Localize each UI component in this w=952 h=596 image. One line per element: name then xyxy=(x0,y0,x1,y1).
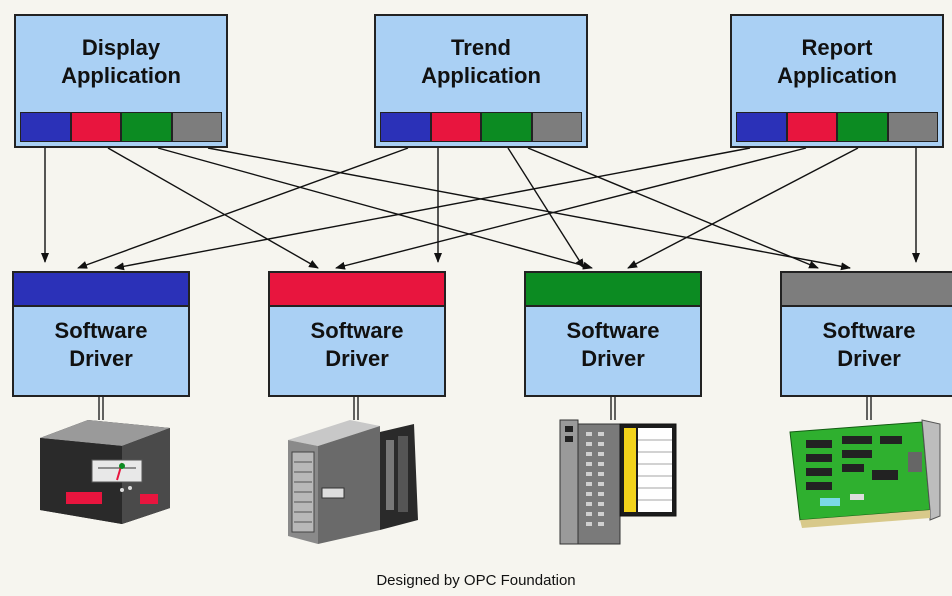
swatch-gray xyxy=(171,112,222,142)
driver-title-line2: Driver xyxy=(325,346,389,371)
trend-application-title: Trend Application xyxy=(376,34,586,90)
app-title-line1: Report xyxy=(801,35,873,60)
driver-title: Software Driver xyxy=(270,317,444,373)
software-driver-2: Software Driver xyxy=(268,271,446,397)
arrow-trend-to-driver-1 xyxy=(77,147,409,269)
app-title-line2: Application xyxy=(421,63,541,88)
driver-color-band xyxy=(270,273,444,307)
server-rack-icon xyxy=(288,420,418,544)
arrow-report-to-driver-3 xyxy=(627,147,859,269)
driver-title: Software Driver xyxy=(782,317,952,373)
footer-credit: Designed by OPC Foundation xyxy=(376,572,576,589)
driver-color-band xyxy=(782,273,952,307)
software-driver-4: Software Driver xyxy=(780,271,952,397)
arrow-trend-to-driver-4 xyxy=(527,147,819,269)
driver-title-line1: Software xyxy=(822,318,916,343)
app-title-line1: Display xyxy=(81,35,161,60)
swatch-blue xyxy=(380,112,431,142)
swatch-green xyxy=(837,112,888,142)
arrow-report-to-driver-2 xyxy=(335,147,807,270)
swatch-red xyxy=(786,112,837,142)
report-application-box: Report Application xyxy=(730,14,944,148)
report-application-title: Report Application xyxy=(732,34,942,90)
driver-title: Software Driver xyxy=(14,317,188,373)
swatch-blue xyxy=(736,112,787,142)
driver-title: Software Driver xyxy=(526,317,700,373)
app-title-line2: Application xyxy=(61,63,181,88)
driver-color-band xyxy=(14,273,188,307)
panel-meter-icon xyxy=(40,420,170,524)
driver-color-band xyxy=(526,273,700,307)
driver-title-line2: Driver xyxy=(69,346,133,371)
app-title-line1: Trend xyxy=(451,35,511,60)
swatch-blue xyxy=(20,112,71,142)
swatch-green xyxy=(121,112,172,142)
swatch-red xyxy=(70,112,121,142)
arrow-display-to-driver-2 xyxy=(107,147,319,269)
display-application-title: Display Application xyxy=(16,34,226,90)
swatch-green xyxy=(481,112,532,142)
report-color-swatches xyxy=(736,112,938,142)
app-title-line2: Application xyxy=(777,63,897,88)
arrow-display-to-driver-3 xyxy=(157,147,593,270)
arrow-trend-to-driver-3 xyxy=(507,147,585,269)
trend-color-swatches xyxy=(380,112,582,142)
arrow-display-to-driver-4 xyxy=(207,147,851,271)
driver-title-line1: Software xyxy=(310,318,404,343)
software-driver-1: Software Driver xyxy=(12,271,190,397)
arrow-report-to-driver-1 xyxy=(114,147,751,271)
driver-title-line1: Software xyxy=(566,318,660,343)
plc-module-icon xyxy=(559,419,677,545)
swatch-gray xyxy=(531,112,582,142)
software-driver-3: Software Driver xyxy=(524,271,702,397)
swatch-gray xyxy=(887,112,938,142)
driver-title-line2: Driver xyxy=(581,346,645,371)
display-color-swatches xyxy=(20,112,222,142)
circuit-board-icon xyxy=(789,419,941,528)
trend-application-box: Trend Application xyxy=(374,14,588,148)
display-application-box: Display Application xyxy=(14,14,228,148)
swatch-red xyxy=(430,112,481,142)
driver-title-line2: Driver xyxy=(837,346,901,371)
driver-title-line1: Software xyxy=(54,318,148,343)
